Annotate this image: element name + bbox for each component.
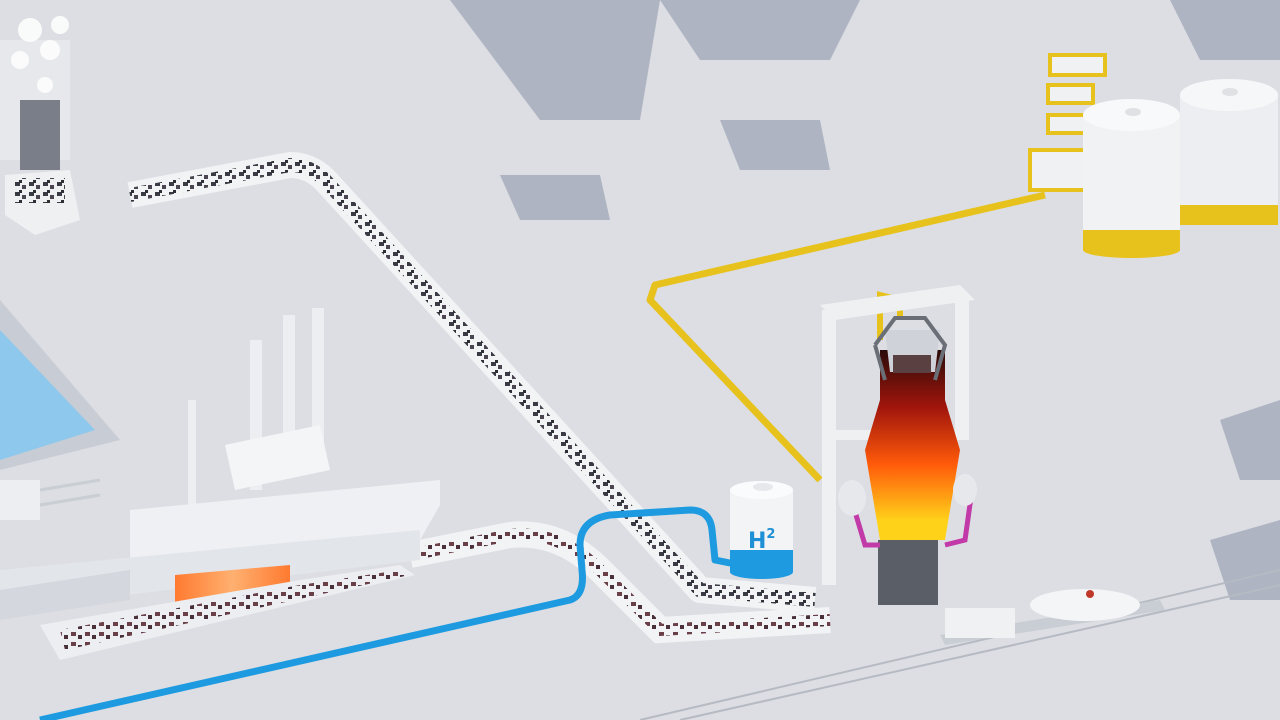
hydrogen-pipe (39, 506, 741, 720)
rail-track (639, 569, 1280, 720)
steam-cloud (11, 16, 69, 93)
torpedo-car (940, 589, 1165, 645)
hydrogen-tank: H2 (730, 481, 793, 579)
ore-conveyor (407, 521, 831, 644)
building-shadows (450, 0, 1280, 600)
storage-tanks (1028, 53, 1278, 258)
water-pool (0, 300, 120, 470)
hydrogen-label: H2 (748, 527, 775, 554)
coal-conveyor (127, 152, 817, 613)
stacked-platform (1028, 53, 1107, 192)
sinter-plant (0, 308, 440, 660)
blast-furnace (820, 285, 977, 605)
gas-pipe (646, 191, 1046, 483)
side-unit (0, 478, 101, 520)
coke-plant (0, 16, 80, 235)
furnace-frame (820, 285, 975, 585)
